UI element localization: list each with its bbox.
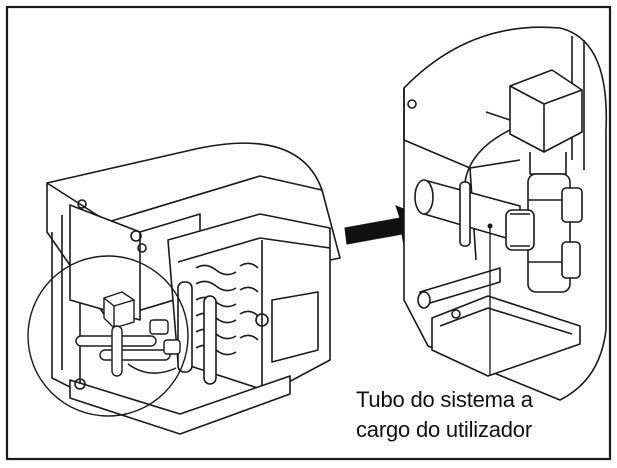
diagram-frame — [5, 5, 612, 461]
detail-drain-tray — [431, 295, 581, 377]
valve-actuator — [509, 69, 583, 153]
unit-drain-tray — [69, 375, 291, 435]
caption-line-1: Tubo do sistema a — [356, 387, 533, 412]
system-pipe-caption: Tubo do sistema a cargo do utilizador — [356, 385, 586, 445]
detail-view — [403, 26, 608, 401]
unit-compartment-panel — [69, 204, 141, 321]
detail-circle — [27, 255, 189, 417]
caption-line-2: cargo do utilizador — [356, 417, 532, 442]
unit-overview — [46, 142, 341, 435]
